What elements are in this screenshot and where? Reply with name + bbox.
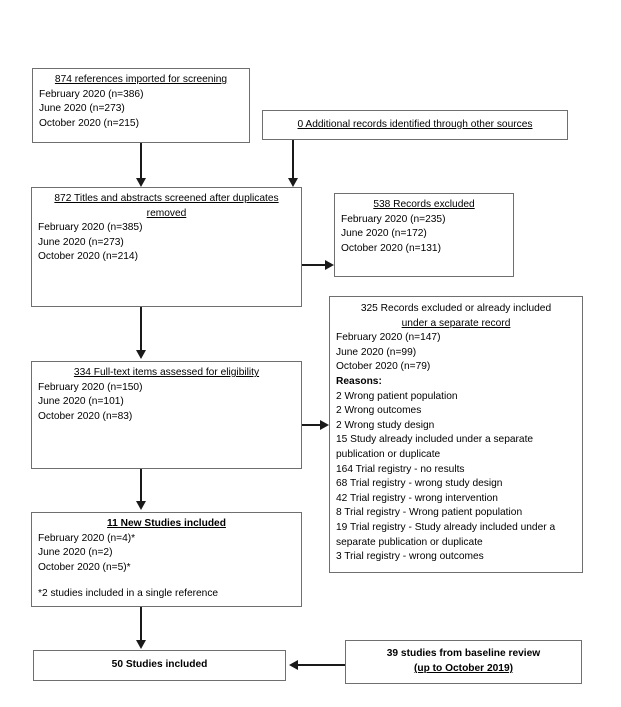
reason-item: 2 Wrong outcomes xyxy=(336,405,422,417)
box-references-imported-line-1: February 2020 (n=386) xyxy=(39,88,144,100)
box-excluded-detail-reasons-label: Reasons: xyxy=(336,375,382,387)
box-titles-abstracts-screened: 872 Titles and abstracts screened after … xyxy=(31,187,302,307)
reason-item: 15 Study already included under a separa… xyxy=(336,434,534,460)
box-records-excluded-line-2: June 2020 (n=172) xyxy=(341,228,427,240)
arrowhead-screened-to-records-excluded xyxy=(325,260,334,270)
box-records-excluded-header: 538 Records excluded xyxy=(373,199,475,210)
box-fulltext-assessed-line-2: June 2020 (n=101) xyxy=(38,396,124,408)
box-records-excluded-line-3: October 2020 (n=131) xyxy=(341,242,441,254)
box-references-imported: 874 references imported for screening Fe… xyxy=(32,68,250,143)
reason-item: 42 Trial registry - wrong intervention xyxy=(336,492,498,504)
connector-screened-to-records-excluded xyxy=(302,264,327,266)
arrowhead-baseline-to-total xyxy=(289,660,298,670)
box-new-studies-included-header: 11 New Studies included xyxy=(107,518,226,529)
box-excluded-detail-line-3: October 2020 (n=79) xyxy=(336,361,431,373)
box-titles-abstracts-screened-header: 872 Titles and abstracts screened after … xyxy=(54,193,279,219)
connector-fulltext-to-new-studies xyxy=(140,469,142,503)
connector-additional-to-screened xyxy=(292,140,294,180)
box-additional-records: 0 Additional records identified through … xyxy=(262,110,568,140)
box-total-studies-included-header: 50 Studies included xyxy=(111,659,208,671)
box-fulltext-assessed: 334 Full-text items assessed for eligibi… xyxy=(31,361,302,469)
box-new-studies-included: 11 New Studies included February 2020 (n… xyxy=(31,512,302,607)
box-fulltext-assessed-line-3: October 2020 (n=83) xyxy=(38,410,133,422)
arrowhead-fulltext-to-new-studies xyxy=(136,501,146,510)
connector-fulltext-to-excluded-detail xyxy=(302,424,323,426)
box-excluded-detail-header-line-1: 325 Records excluded or already included xyxy=(360,303,552,314)
box-excluded-detail-line-2: June 2020 (n=99) xyxy=(336,346,417,358)
box-baseline-review-header-line-1: 39 studies from baseline review xyxy=(386,648,541,660)
box-references-imported-header: 874 references imported for screening xyxy=(54,74,228,85)
box-records-excluded-line-1: February 2020 (n=235) xyxy=(341,213,446,225)
connector-imported-to-screened xyxy=(140,143,142,180)
connector-screened-to-fulltext xyxy=(140,307,142,352)
box-excluded-detail-header-line-2: under a separate record xyxy=(401,317,511,329)
arrowhead-imported-to-screened xyxy=(136,178,146,187)
arrowhead-new-studies-to-total xyxy=(136,640,146,649)
box-excluded-detail-line-1: February 2020 (n=147) xyxy=(336,332,441,344)
connector-baseline-to-total xyxy=(298,664,345,666)
box-records-excluded: 538 Records excluded February 2020 (n=23… xyxy=(334,193,514,277)
box-titles-abstracts-screened-line-1: February 2020 (n=385) xyxy=(38,222,143,234)
box-baseline-review-header-line-2: (up to October 2019) xyxy=(413,663,514,674)
reason-item: 19 Trial registry - Study already includ… xyxy=(336,521,556,548)
box-new-studies-included-line-2: June 2020 (n=2) xyxy=(38,547,113,559)
reason-item: 2 Wrong study design xyxy=(336,419,435,431)
box-titles-abstracts-screened-line-2: June 2020 (n=273) xyxy=(38,236,124,248)
box-new-studies-included-line-1: February 2020 (n=4)* xyxy=(38,532,136,544)
arrowhead-additional-to-screened xyxy=(288,178,298,187)
reason-item: 8 Trial registry - Wrong patient populat… xyxy=(336,507,523,519)
box-baseline-review: 39 studies from baseline review (up to O… xyxy=(345,640,582,684)
box-references-imported-line-2: June 2020 (n=273) xyxy=(39,103,125,115)
box-fulltext-assessed-line-1: February 2020 (n=150) xyxy=(38,381,143,393)
box-titles-abstracts-screened-line-3: October 2020 (n=214) xyxy=(38,251,138,263)
reason-item: 2 Wrong patient population xyxy=(336,390,458,402)
box-references-imported-line-3: October 2020 (n=215) xyxy=(39,117,139,129)
box-total-studies-included: 50 Studies included xyxy=(33,650,286,681)
reason-item: 68 Trial registry - wrong study design xyxy=(336,478,503,490)
connector-new-studies-to-total xyxy=(140,607,142,642)
box-additional-records-header: 0 Additional records identified through … xyxy=(297,118,533,130)
box-new-studies-spacer xyxy=(38,575,295,587)
box-new-studies-footnote: *2 studies included in a single referenc… xyxy=(38,588,219,600)
reason-item: 3 Trial registry - wrong outcomes xyxy=(336,551,484,563)
box-fulltext-assessed-header: 334 Full-text items assessed for eligibi… xyxy=(73,367,260,378)
box-new-studies-included-line-3: October 2020 (n=5)* xyxy=(38,561,131,573)
arrowhead-fulltext-to-excluded-detail xyxy=(320,420,329,430)
box-excluded-or-already-included: 325 Records excluded or already included… xyxy=(329,296,583,573)
reason-item: 164 Trial registry - no results xyxy=(336,463,465,475)
arrowhead-screened-to-fulltext xyxy=(136,350,146,359)
